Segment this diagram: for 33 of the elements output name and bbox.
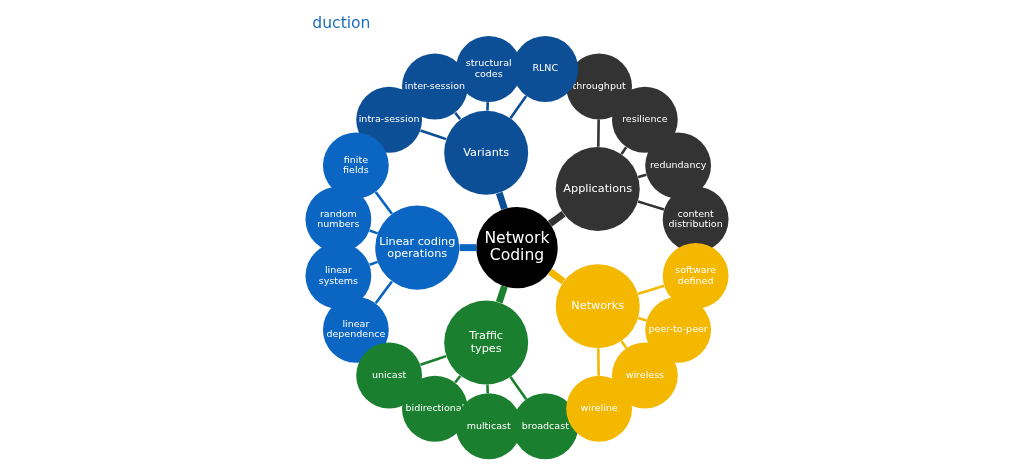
node-circle: software defined: [662, 243, 729, 309]
connector: [637, 284, 665, 295]
connector: [637, 200, 665, 211]
connector: [620, 146, 628, 155]
connector: [597, 348, 600, 376]
connector: [637, 316, 647, 322]
node-circle: peer-to-peer: [645, 296, 712, 363]
connector: [509, 95, 528, 119]
connector: [369, 229, 378, 235]
connector: [420, 129, 447, 141]
connector: [637, 173, 647, 179]
node-circle: linear dependence: [322, 296, 389, 363]
diagram-title: duction: [312, 13, 371, 32]
node-circle: Network Coding: [476, 206, 558, 289]
node-circle: redundancy: [645, 132, 712, 199]
connector: [454, 375, 462, 384]
connector: [374, 191, 393, 215]
connector: [374, 280, 393, 304]
connector: [459, 244, 477, 252]
connector: [548, 211, 566, 227]
connector: [454, 111, 462, 120]
connector: [369, 260, 378, 266]
connector: [486, 384, 489, 394]
node-circle: Linear coding operations: [375, 205, 460, 290]
connector: [548, 268, 566, 285]
connector: [495, 285, 508, 304]
node-circle: finite fields: [322, 132, 389, 199]
connector: [486, 102, 489, 111]
connector: [420, 354, 447, 367]
connector: [597, 119, 600, 147]
connector: [620, 340, 628, 349]
connector: [495, 191, 508, 210]
connector: [509, 376, 528, 400]
